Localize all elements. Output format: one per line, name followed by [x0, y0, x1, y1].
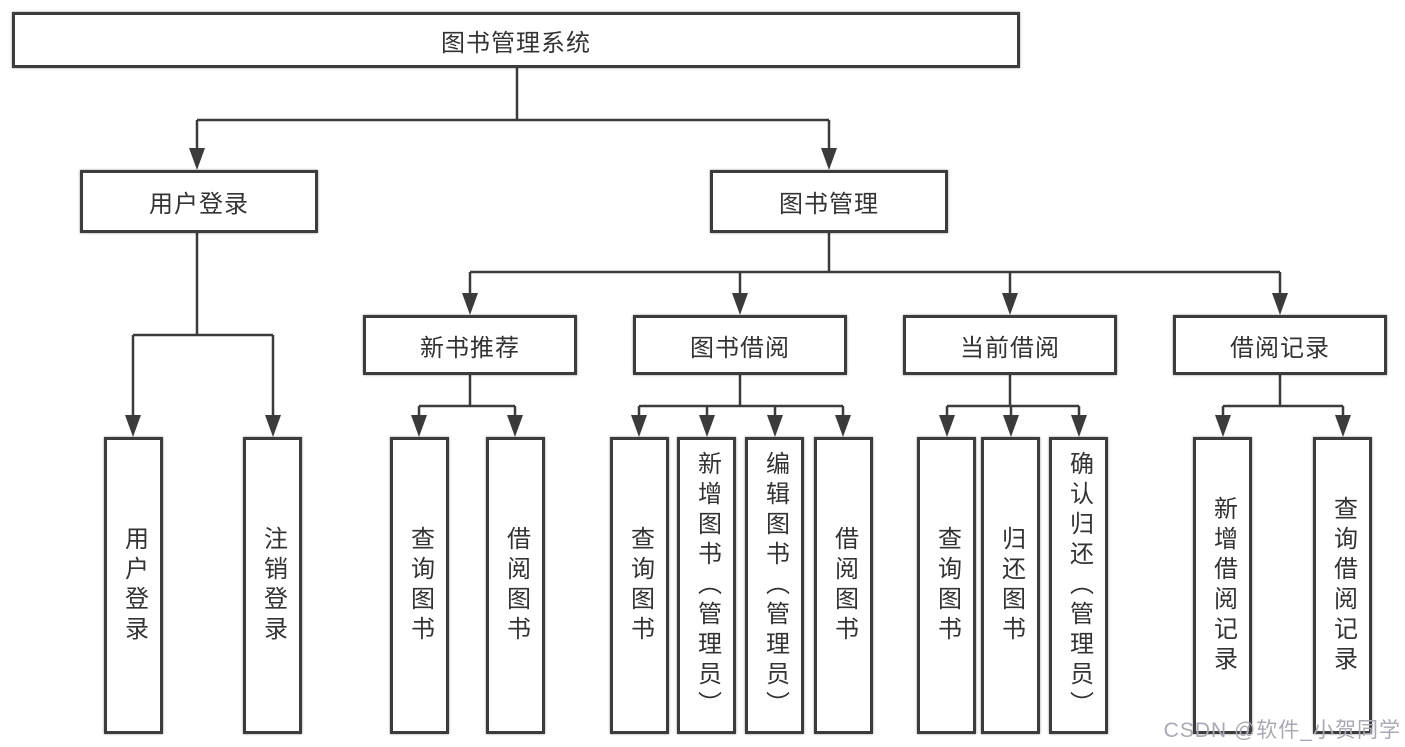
- node-label: 查询图书: [626, 525, 654, 646]
- connector-book-management-to-level3: [468, 233, 1282, 300]
- leaf-add-books-admin: 新增图书（管理员）: [677, 437, 736, 734]
- connector-root-to-level2: [195, 68, 831, 152]
- leaf-query-books-borrowing: 查询图书: [610, 437, 669, 734]
- node-label: 新增借阅记录: [1209, 495, 1237, 676]
- leaf-borrow-books-recommend: 借阅图书: [486, 437, 545, 734]
- node-label: 新增图书（管理员）: [693, 450, 721, 721]
- leaf-query-books-current: 查询图书: [917, 437, 976, 734]
- node-label: 查询图书: [406, 525, 434, 646]
- leaf-logout-login: 注销登录: [243, 437, 302, 734]
- node-label: 图书管理系统: [441, 29, 591, 57]
- connector-user-login-to-leaves: [131, 233, 275, 426]
- leaf-borrow-books-borrowing: 借阅图书: [814, 437, 873, 734]
- connector-new-book-to-leaves: [417, 375, 517, 426]
- node-label: 归还图书: [997, 525, 1025, 646]
- leaf-confirm-return-admin: 确认归还（管理员）: [1049, 437, 1108, 734]
- leaf-user-login: 用户登录: [104, 437, 163, 734]
- node-book-borrowing: 图书借阅: [633, 315, 847, 375]
- node-book-management: 图书管理: [710, 170, 948, 233]
- node-label: 借阅图书: [502, 525, 530, 646]
- node-label: 借阅记录: [1230, 334, 1330, 362]
- node-current-borrowing: 当前借阅: [903, 315, 1117, 375]
- leaf-return-books: 归还图书: [981, 437, 1040, 734]
- watermark-text: CSDN @软件_小贺同学: [1163, 719, 1401, 742]
- leaf-add-borrow-record: 新增借阅记录: [1193, 437, 1252, 734]
- node-label: 编辑图书（管理员）: [761, 450, 789, 721]
- node-label: 当前借阅: [960, 334, 1060, 362]
- node-label: 借阅图书: [830, 525, 858, 646]
- connector-book-borrowing-to-leaves: [637, 375, 845, 426]
- connector-borrow-records-to-leaves: [1221, 375, 1345, 426]
- node-label: 图书管理: [779, 191, 879, 218]
- node-label: 注销登录: [259, 525, 287, 646]
- node-label: 图书借阅: [690, 334, 790, 362]
- connector-current-borrowing-to-leaves: [945, 375, 1081, 426]
- node-user-login: 用户登录: [80, 170, 318, 233]
- node-label: 查询借阅记录: [1329, 495, 1357, 676]
- leaf-query-books-recommend: 查询图书: [390, 437, 449, 734]
- node-label: 查询图书: [933, 525, 961, 646]
- node-new-book-recommendation: 新书推荐: [363, 315, 577, 375]
- leaf-edit-books-admin: 编辑图书（管理员）: [745, 437, 804, 734]
- node-label: 用户登录: [120, 525, 148, 646]
- node-borrowing-records: 借阅记录: [1173, 315, 1387, 375]
- node-label: 用户登录: [149, 191, 249, 218]
- node-library-system: 图书管理系统: [12, 12, 1020, 68]
- node-label: 确认归还（管理员）: [1065, 450, 1093, 721]
- node-label: 新书推荐: [420, 334, 520, 362]
- leaf-query-borrow-record: 查询借阅记录: [1313, 437, 1372, 734]
